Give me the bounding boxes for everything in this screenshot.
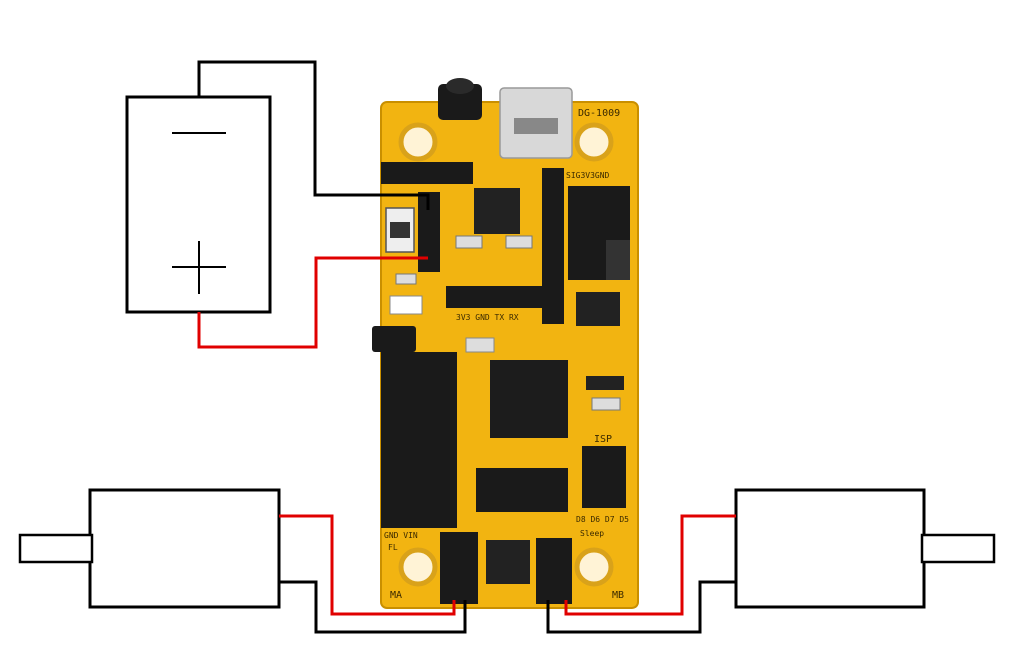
header-top-label: SIG3V3GND <box>566 171 610 180</box>
motor-b <box>734 488 996 609</box>
mount-hole-tr <box>574 122 614 162</box>
usb-chip <box>474 188 520 234</box>
wire-battery-positive <box>197 256 428 349</box>
header-bottom-middle <box>476 468 568 512</box>
wire-motor-b-negative <box>546 580 736 634</box>
motor-a-label: MA <box>390 590 402 601</box>
crystal <box>465 337 495 353</box>
mount-hole-br <box>574 547 614 587</box>
uart-label: 3V3 GND TX RX <box>456 313 519 322</box>
usb-port <box>514 118 558 134</box>
sleep-label: Sleep <box>580 529 604 538</box>
pin-label: D8 D6 D7 D5 <box>576 515 629 524</box>
motor-a-body <box>88 488 281 609</box>
led-1 <box>455 235 483 249</box>
led-4 <box>591 397 621 411</box>
motor-a-shaft <box>18 533 94 564</box>
isp-label: ISP <box>594 434 612 445</box>
wire-battery-negative <box>197 60 430 210</box>
battery <box>125 95 272 314</box>
ir-receiver <box>438 84 482 120</box>
uart-header <box>446 286 542 308</box>
wire-motor-a-positive <box>279 514 456 616</box>
motor-a-header <box>440 532 478 604</box>
motor-b-label: MB <box>612 590 624 601</box>
servo-jumper <box>606 240 630 280</box>
driver-ic-small <box>576 292 620 326</box>
wire-motor-b-positive <box>564 514 736 616</box>
board-model-label: DG-1009 <box>578 108 620 119</box>
fl-label: FL <box>388 543 398 552</box>
led-3 <box>395 273 417 285</box>
regulator <box>586 376 624 390</box>
motor-b-shaft <box>920 533 996 564</box>
wire-motor-a-negative <box>279 580 467 634</box>
power-switch-knob <box>390 222 410 238</box>
isp-header <box>582 446 626 508</box>
mount-hole-tl <box>398 122 438 162</box>
io-header-block <box>381 352 457 528</box>
header-top-left <box>381 162 473 184</box>
controller-board: DG-1009 SIG3V3GND 3V3 GND TX RX ISP D8 D… <box>372 78 639 609</box>
capacitor-1 <box>389 295 423 315</box>
power-label-left: GND VIN <box>384 531 418 540</box>
power-header <box>418 192 440 272</box>
jumper-left <box>372 326 416 352</box>
header-right-vertical <box>542 168 564 324</box>
wires <box>197 60 736 634</box>
led-2 <box>505 235 533 249</box>
motor-b-body <box>734 488 926 609</box>
motor-b-header <box>536 538 572 604</box>
mount-hole-bl <box>398 547 438 587</box>
main-mcu <box>490 360 568 438</box>
ir-receiver-dome <box>446 78 474 94</box>
motor-a <box>18 488 281 609</box>
motor-driver-chip <box>486 540 530 584</box>
